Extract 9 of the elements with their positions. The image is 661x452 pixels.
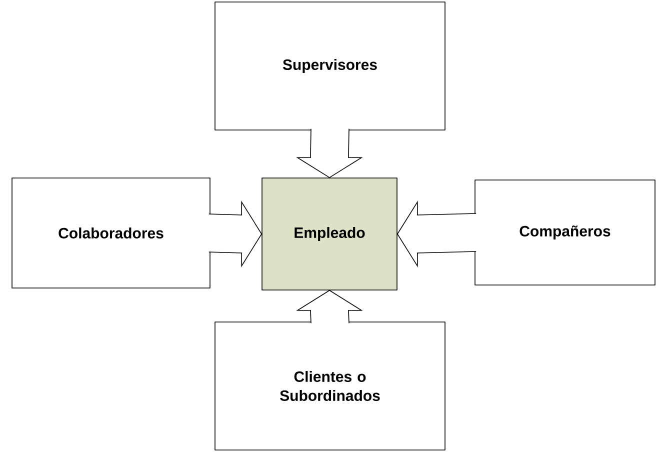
callout-box: Supervisores <box>214 2 446 130</box>
callout-box: Compañeros <box>474 180 656 286</box>
block-arrow <box>396 200 476 268</box>
callout-box: Clientes o Subordinados <box>214 322 446 450</box>
center-box: Empleado <box>262 178 398 290</box>
callout-box: Colaboradores <box>12 178 210 288</box>
block-arrow <box>296 128 363 178</box>
block-arrow <box>208 200 262 268</box>
block-arrow <box>296 290 363 324</box>
